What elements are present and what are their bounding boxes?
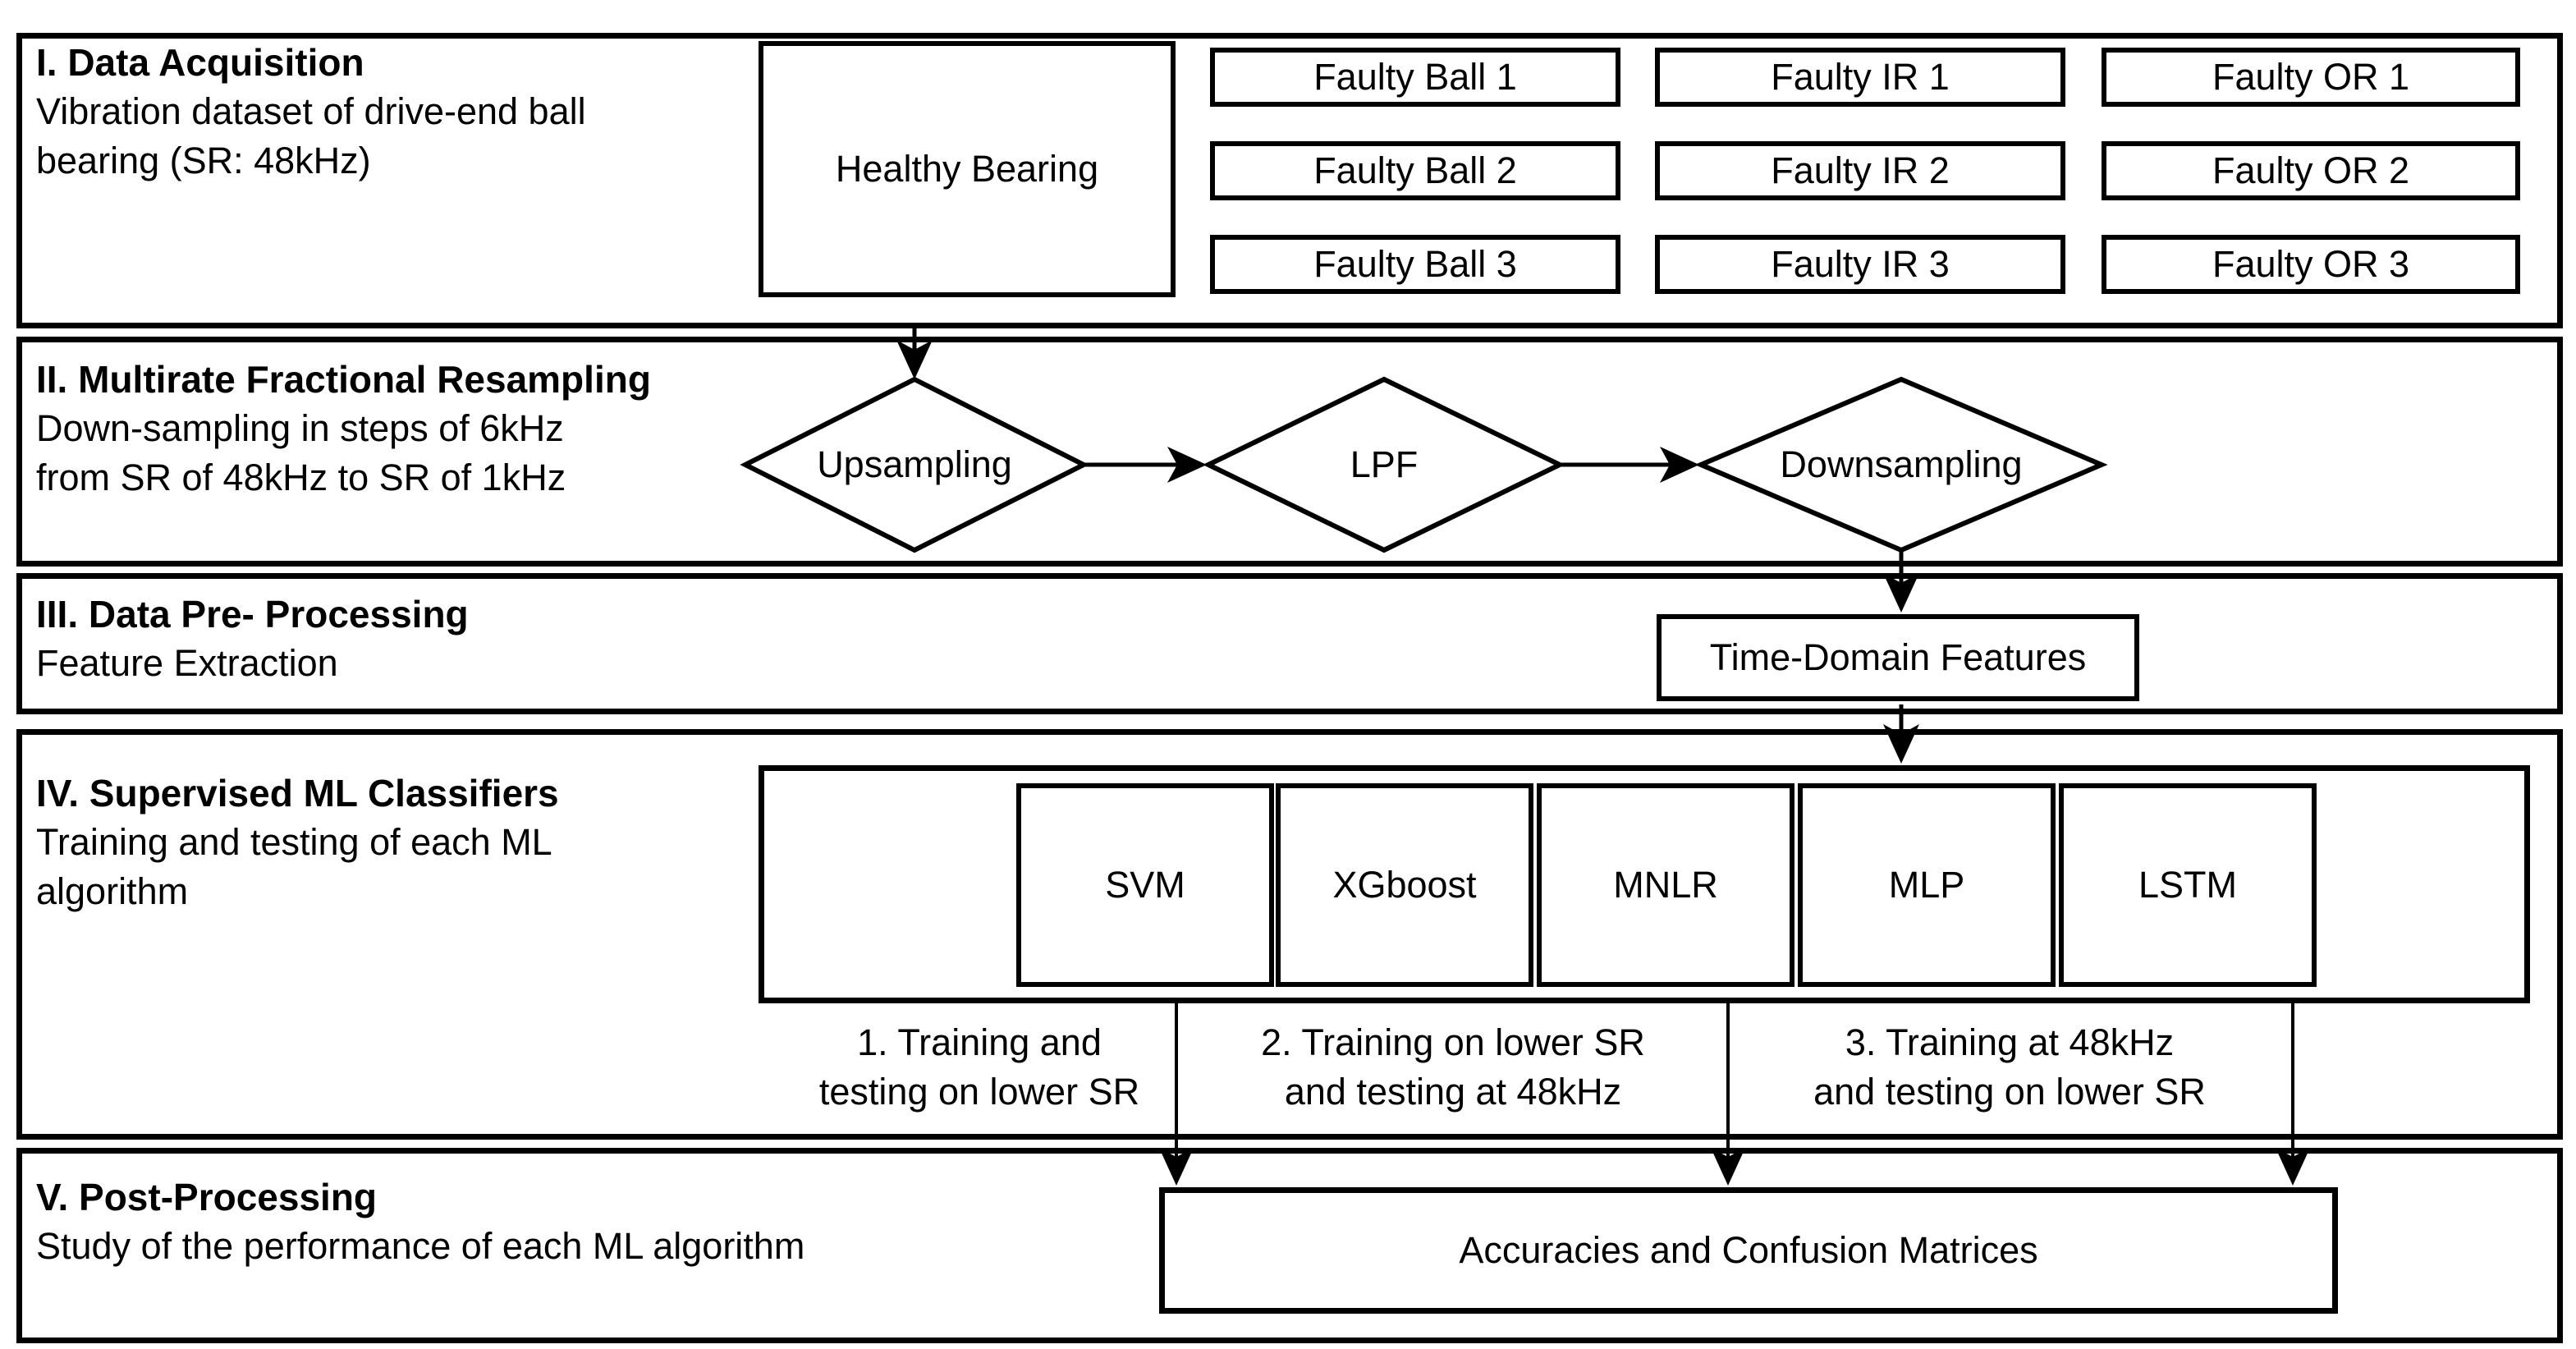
faulty-or-3-label: Faulty OR 3 <box>2212 243 2410 285</box>
faulty-ball-1-label: Faulty Ball 1 <box>1313 56 1517 98</box>
faulty-or-1-box: Faulty OR 1 <box>2102 48 2520 107</box>
faulty-ir-2-label: Faulty IR 2 <box>1771 149 1950 191</box>
downsampling-label: Downsampling <box>1780 443 2023 485</box>
faulty-ball-3-box: Faulty Ball 3 <box>1210 235 1620 294</box>
experiment-caption-line: and testing at 48kHz <box>1284 1071 1622 1113</box>
section-title: V. Post-Processing <box>36 1176 378 1218</box>
faulty-ball-2-box: Faulty Ball 2 <box>1210 141 1620 200</box>
section-description-line: Training and testing of each ML <box>36 821 552 863</box>
section-v-header: V. Post-Processing Study of the performa… <box>36 1172 804 1271</box>
svm-label: SVM <box>1105 864 1185 906</box>
faulty-ball-3-label: Faulty Ball 3 <box>1313 243 1517 285</box>
section-title: II. Multirate Fractional Resampling <box>36 358 651 401</box>
faulty-or-1-label: Faulty OR 1 <box>2212 56 2410 98</box>
experiment-caption-2: 2. Training on lower SR and testing at 4… <box>1182 1018 1724 1117</box>
faulty-or-3-box: Faulty OR 3 <box>2102 235 2520 294</box>
svm-box: SVM <box>1016 783 1274 987</box>
section-description-line: bearing (SR: 48kHz) <box>36 140 371 181</box>
classifiers-container-box <box>759 765 2530 1003</box>
lstm-label: LSTM <box>2138 864 2237 906</box>
section-description-line: Down-sampling in steps of 6kHz <box>36 407 564 449</box>
mnlr-box: MNLR <box>1537 783 1794 987</box>
section-iii-header: III. Data Pre- Processing Feature Extrac… <box>36 590 469 688</box>
lstm-box: LSTM <box>2059 783 2317 987</box>
section-ii-header: II. Multirate Fractional Resampling Down… <box>36 355 651 502</box>
faulty-or-2-label: Faulty OR 2 <box>2212 149 2410 191</box>
section-description-line: from SR of 48kHz to SR of 1kHz <box>36 457 566 498</box>
lpf-label: LPF <box>1350 443 1419 485</box>
experiment-caption-line: and testing on lower SR <box>1813 1071 2206 1113</box>
experiment-caption-1: 1. Training and testing on lower SR <box>788 1018 1171 1117</box>
section-title: IV. Supervised ML Classifiers <box>36 772 559 814</box>
upsampling-label: Upsampling <box>817 443 1012 485</box>
accuracies-confusion-matrices-box: Accuracies and Confusion Matrices <box>1159 1187 2338 1314</box>
faulty-ir-2-box: Faulty IR 2 <box>1655 141 2065 200</box>
faulty-or-2-box: Faulty OR 2 <box>2102 141 2520 200</box>
experiment-caption-3: 3. Training at 48kHz and testing on lowe… <box>1732 1018 2287 1117</box>
experiment-caption-line: 3. Training at 48kHz <box>1845 1021 2175 1063</box>
faulty-ball-2-label: Faulty Ball 2 <box>1313 149 1517 191</box>
faulty-ir-3-box: Faulty IR 3 <box>1655 235 2065 294</box>
experiment-caption-line: testing on lower SR <box>818 1071 1140 1113</box>
section-i-header: I. Data Acquisition Vibration dataset of… <box>36 38 586 186</box>
accuracies-confusion-matrices-label: Accuracies and Confusion Matrices <box>1459 1229 2038 1271</box>
faulty-ball-1-box: Faulty Ball 1 <box>1210 48 1620 107</box>
section-description-line: Study of the performance of each ML algo… <box>36 1225 805 1267</box>
experiment-caption-line: 2. Training on lower SR <box>1261 1021 1645 1063</box>
xgboost-box: XGboost <box>1276 783 1533 987</box>
experiment-caption-line: 1. Training and <box>857 1021 1102 1063</box>
xgboost-label: XGboost <box>1332 864 1477 906</box>
section-title: III. Data Pre- Processing <box>36 593 469 635</box>
faulty-ir-1-label: Faulty IR 1 <box>1771 56 1950 98</box>
time-domain-features-label: Time-Domain Features <box>1709 636 2087 678</box>
section-title: I. Data Acquisition <box>36 41 364 84</box>
mlp-box: MLP <box>1798 783 2056 987</box>
mlp-label: MLP <box>1888 864 1965 906</box>
section-description-line: Feature Extraction <box>36 642 338 684</box>
section-description-line: algorithm <box>36 870 189 912</box>
section-iv-header: IV. Supervised ML Classifiers Training a… <box>36 769 559 916</box>
faulty-ir-3-label: Faulty IR 3 <box>1771 243 1950 285</box>
time-domain-features-box: Time-Domain Features <box>1657 614 2139 701</box>
healthy-bearing-label: Healthy Bearing <box>835 148 1099 190</box>
healthy-bearing-box: Healthy Bearing <box>759 41 1176 297</box>
section-description-line: Vibration dataset of drive-end ball <box>36 90 586 132</box>
mnlr-label: MNLR <box>1613 864 1718 906</box>
faulty-ir-1-box: Faulty IR 1 <box>1655 48 2065 107</box>
